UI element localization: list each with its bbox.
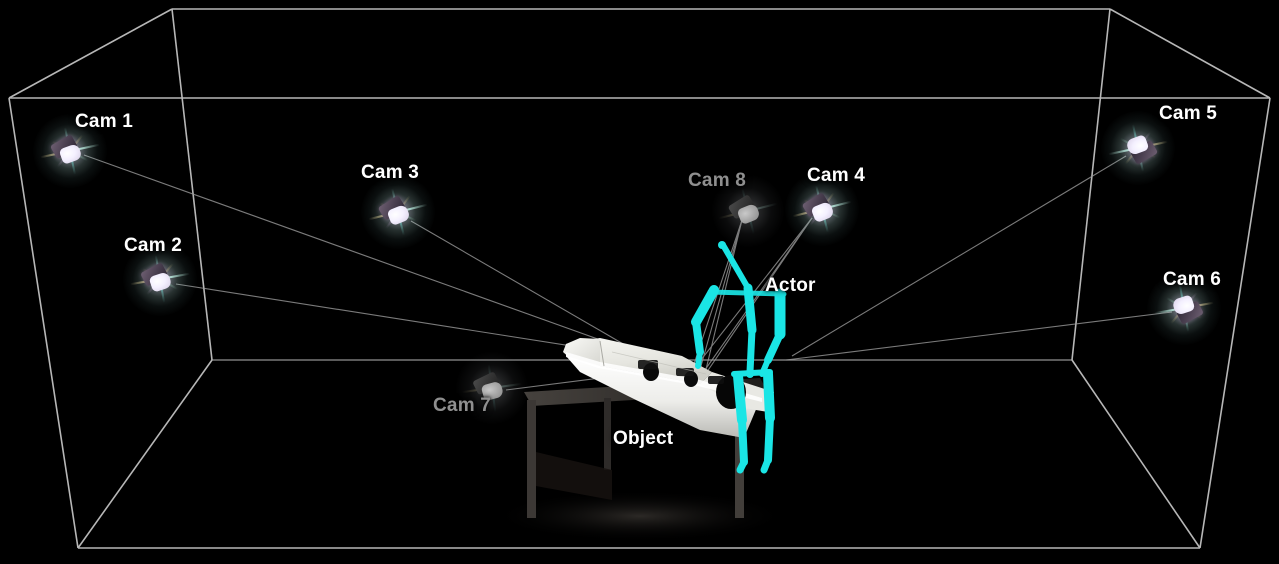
table-leg-front-left [527, 400, 536, 518]
room-edge-vert-front-right [1199, 97, 1271, 549]
actor-joint-head [718, 241, 726, 249]
label-cam4: Cam 4 [807, 165, 866, 186]
label-actor: Actor [765, 275, 816, 296]
label-cam7: Cam 7 [433, 395, 492, 416]
actor-bone-r-thigh [763, 369, 775, 423]
label-cam6: Cam 6 [1163, 269, 1222, 290]
label-cam2: Cam 2 [124, 235, 183, 256]
camera-cam1[interactable] [26, 107, 114, 195]
room-edge-vert-back-left [171, 8, 213, 361]
actor-bone-l-shin [738, 416, 748, 466]
label-cam1: Cam 1 [75, 111, 134, 132]
ray-cam6 [785, 311, 1173, 361]
table-inner-shadow [536, 452, 612, 500]
label-cam3: Cam 3 [361, 162, 420, 183]
table-leg-front-right [735, 392, 744, 518]
actor-bone-shoulders [707, 289, 787, 297]
ray-cam5 [791, 155, 1127, 357]
camera-cam4[interactable] [777, 164, 867, 254]
label-cam5: Cam 5 [1159, 103, 1218, 124]
object-seam-line [599, 340, 605, 367]
room-edge-top-right-diag [1109, 8, 1271, 99]
camera-cam8[interactable] [703, 166, 793, 256]
ray-cam1 [83, 154, 621, 348]
camera-cam3[interactable] [353, 167, 443, 257]
table-floor-shadow [490, 490, 790, 542]
room-edge-vert-back-right [1071, 8, 1111, 361]
actor-bone-r-forearm [764, 330, 784, 364]
camera-cam5[interactable] [1094, 104, 1182, 192]
actor-bone-l-thigh [733, 371, 747, 425]
actor-bone-l-forearm [692, 318, 704, 356]
object-bay-3 [708, 376, 724, 384]
camera-cam2[interactable] [117, 236, 203, 322]
room-edge-vert-front-left [8, 97, 79, 549]
actor-joint-pelvis [746, 370, 754, 378]
ray-cam3 [410, 220, 626, 346]
actor-bone-l-upperarm [691, 285, 719, 327]
ray-cam8-a [701, 219, 743, 387]
object-edge-highlight [566, 352, 762, 402]
object-lower-skirt [566, 356, 760, 438]
actor-bone-r-shin [764, 414, 774, 464]
actor-bone-head-neck [720, 242, 751, 291]
object-panel-line [611, 351, 707, 375]
room-edge-top-left-diag [8, 8, 173, 99]
room-edge-diag-left [77, 359, 213, 549]
room-edge-diag-right [1071, 359, 1201, 549]
actor-bone-spine-lower [746, 326, 756, 376]
actor-bone-r-foot [760, 456, 772, 474]
table-leg-back-left [604, 398, 611, 470]
capture-volume-wireframe [8, 8, 1271, 549]
ray-cam2 [175, 283, 611, 353]
object-bay-1 [638, 360, 658, 369]
label-object: Object [613, 428, 674, 449]
actor-bone-l-foot [736, 458, 748, 474]
scanned-object-mesh [563, 338, 774, 438]
camera-cam6[interactable] [1141, 265, 1227, 351]
label-cam8: Cam 8 [688, 170, 747, 191]
actor-bone-l-hand [695, 349, 703, 369]
actor-skeleton [691, 241, 787, 474]
